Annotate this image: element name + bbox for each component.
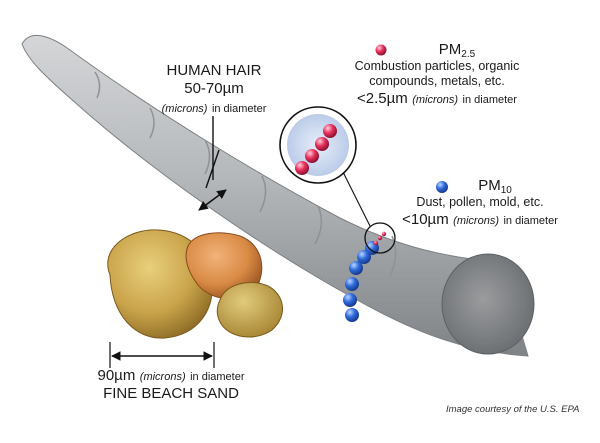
human-hair-label: HUMAN HAIR 50-70µm (microns) in diameter: [150, 62, 278, 117]
pm10-label: PM10 Dust, pollen, mold, etc. <10µm (mic…: [380, 176, 580, 229]
pm10-desc-line1: Dust, pollen, mold, etc.: [416, 195, 544, 210]
pm25-legend-bullet-icon: [375, 44, 387, 56]
zoom-leader-line: [342, 171, 371, 227]
pm25-small-zoom-ring: [364, 222, 396, 254]
pm10-bead-chain: [343, 241, 379, 322]
pm25-diameter-text: in diameter: [462, 94, 517, 107]
human-hair-unit-note: (microns): [161, 103, 208, 115]
pm25-desc-line2: compounds, metals, etc.: [369, 74, 505, 89]
pm10-diameter-text: in diameter: [503, 215, 558, 228]
pm10-legend-bullet-icon: [436, 181, 448, 193]
human-hair-size: 50-70µm: [184, 80, 244, 97]
sand-size: 90µm: [97, 367, 136, 384]
pm25-name-sub: 2.5: [461, 49, 476, 60]
human-hair-diameter-text: in diameter: [211, 103, 267, 115]
pm25-small-beads: [373, 231, 387, 246]
sand-diameter-text: in diameter: [190, 371, 245, 383]
pm25-zoom-circle: [279, 106, 357, 184]
hair-diameter-arrow: [198, 189, 227, 211]
sand-title: FINE BEACH SAND: [103, 385, 239, 403]
pm10-size: <10µm: [402, 211, 449, 229]
human-hair-title: HUMAN HAIR: [166, 62, 262, 79]
pm10-name: PM: [478, 177, 501, 194]
pm25-label: PM2.5 Combustion particles, organic comp…: [328, 40, 546, 108]
pm10-name-sub: 10: [500, 185, 512, 196]
pm25-unit-note: (microns): [412, 94, 459, 107]
pm25-size: <2.5µm: [357, 90, 408, 108]
fine-beach-sand-label: 90µm (microns) in diameter FINE BEACH SA…: [76, 366, 266, 403]
sand-unit-note: (microns): [139, 371, 186, 383]
human-hair-strand: [21, 35, 535, 357]
image-credit: Image courtesy of the U.S. EPA: [446, 404, 580, 415]
pm25-desc-line1: Combustion particles, organic: [354, 59, 520, 74]
pm25-name: PM: [438, 41, 462, 58]
sand-grains: [107, 229, 283, 339]
pm10-unit-note: (microns): [453, 215, 499, 228]
